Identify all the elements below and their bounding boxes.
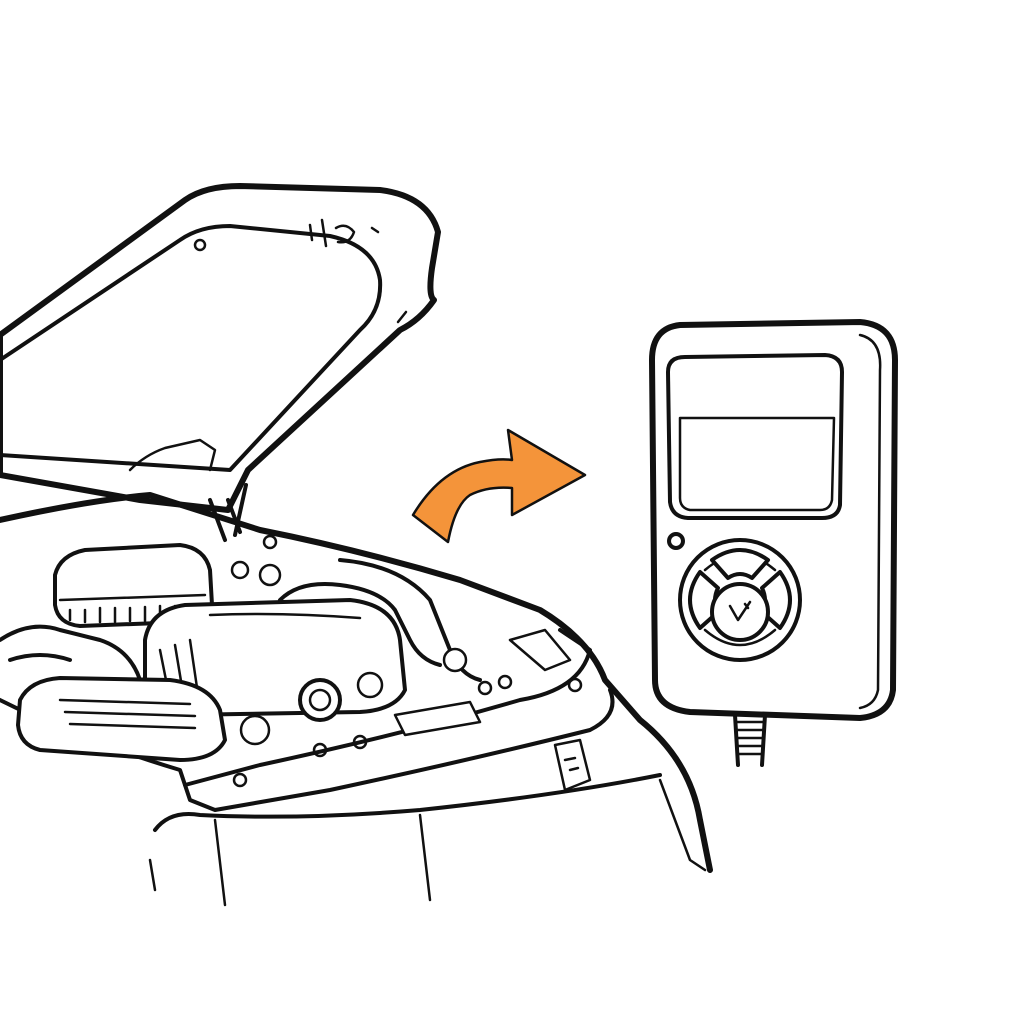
engine-cover-detail — [158, 612, 362, 710]
cable-sides — [733, 713, 767, 767]
dpad-center-mark — [728, 600, 752, 622]
oil-cap-inner — [308, 688, 332, 712]
bolt — [567, 677, 583, 693]
bolt — [497, 674, 513, 690]
body-shading-lines — [148, 778, 707, 907]
scanner-indicator-light[interactable] — [667, 532, 685, 550]
bolt — [352, 734, 368, 750]
left-hoses — [0, 624, 142, 682]
dpad-center-button[interactable] — [710, 582, 770, 642]
hood-edge-mark — [396, 310, 408, 324]
fender-vent — [508, 628, 572, 672]
battery-ribs — [58, 698, 197, 730]
front-panel-line — [153, 773, 662, 832]
hood-latch-marks — [308, 218, 380, 248]
hood-inner-detail — [128, 438, 217, 472]
scanner-cable — [733, 713, 767, 767]
bolt — [477, 680, 493, 696]
coolant-cap — [239, 714, 271, 746]
car-hood — [0, 183, 441, 542]
hood-bolt — [193, 238, 207, 252]
oil-cap — [298, 678, 342, 722]
top-cap — [258, 563, 282, 587]
battery-box — [16, 676, 227, 762]
dpad-up-button[interactable] — [710, 548, 770, 580]
fuse-box — [393, 700, 482, 737]
arrow-shape — [411, 428, 587, 544]
right-hose — [278, 582, 442, 667]
scanner-screen-frame — [666, 353, 844, 520]
scanner-side-edge — [858, 333, 882, 710]
hood-inner-panel — [0, 224, 383, 472]
obd-scanner-icon — [649, 319, 898, 767]
top-cap-small — [230, 560, 250, 580]
hood-prop-rod — [208, 483, 248, 542]
hood-outline — [0, 183, 441, 513]
engine-bay-front-edge — [183, 628, 592, 787]
bolt — [312, 742, 328, 758]
cable-ribs — [734, 720, 766, 756]
engine-bay — [0, 534, 583, 788]
car-open-hood-icon — [0, 183, 713, 907]
upper-hose — [338, 558, 482, 682]
brake-fluid-cap — [442, 647, 468, 673]
bolt — [232, 772, 248, 788]
fluid-cap — [356, 671, 384, 699]
curved-arrow-icon — [411, 428, 587, 544]
car-body — [0, 492, 713, 907]
car-body-upper-line — [0, 492, 713, 873]
headlight-detail — [553, 738, 592, 792]
bolt — [262, 534, 278, 550]
scanner-dpad[interactable] — [678, 538, 802, 662]
scanner-screen — [678, 416, 836, 512]
